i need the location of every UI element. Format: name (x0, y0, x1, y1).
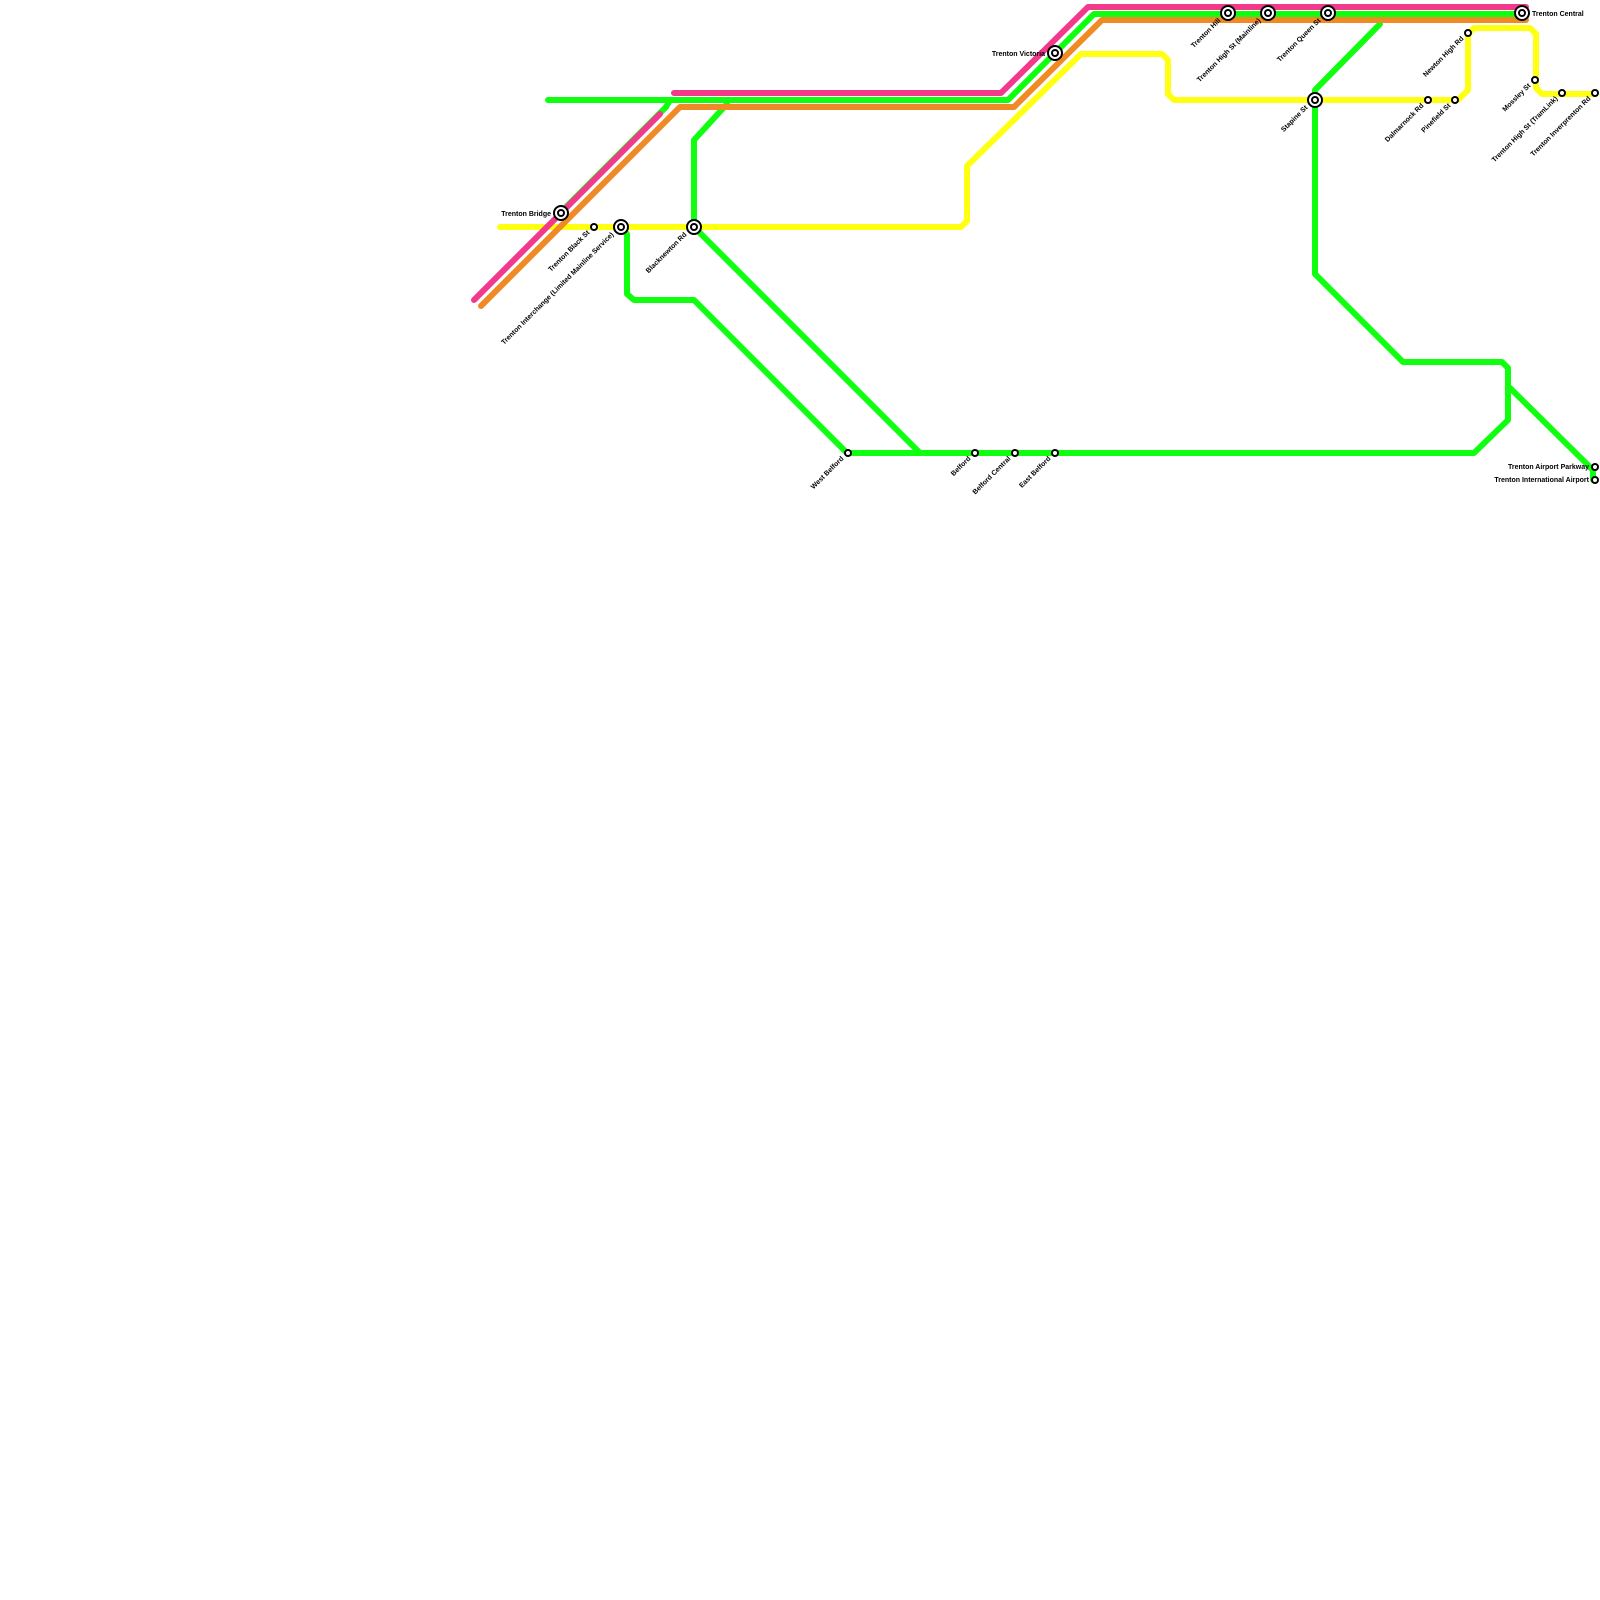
interchange-marker-core (557, 209, 565, 217)
station-trenton-bridge[interactable]: Trenton Bridge (501, 205, 569, 221)
stop-marker (1011, 449, 1019, 457)
stop-marker (1531, 76, 1539, 84)
station-label: Trenton Victoria (992, 51, 1045, 58)
stop-marker (1451, 96, 1459, 104)
stop-marker (1464, 29, 1472, 37)
stop-marker (1591, 89, 1599, 97)
green-line-interchange-loop (617, 21, 1511, 456)
interchange-marker-core (1264, 9, 1272, 17)
interchange-marker-core (1518, 9, 1526, 17)
station-trenton-victoria[interactable]: Trenton Victoria (992, 45, 1063, 61)
interchange-marker-core (1051, 49, 1059, 57)
stop-marker (1591, 476, 1599, 484)
station-trenton-airport-parkway[interactable]: Trenton Airport Parkway (1508, 463, 1599, 471)
interchange-marker-core (1324, 9, 1332, 17)
stop-marker (590, 223, 598, 231)
orange-line (478, 17, 1529, 309)
interchange-marker-core (617, 223, 625, 231)
stop-marker (1051, 449, 1059, 457)
route-lines (471, 4, 1596, 483)
station-label: Trenton Central (1532, 11, 1584, 18)
interchange-marker-core (1311, 96, 1319, 104)
station-label: Trenton International Airport (1494, 477, 1589, 484)
station-trenton-central[interactable]: Trenton Central (1514, 5, 1584, 21)
stop-marker (1558, 89, 1566, 97)
station-trenton-international-airport[interactable]: Trenton International Airport (1494, 476, 1599, 484)
station-label: Trenton Airport Parkway (1508, 464, 1589, 471)
interchange-marker-core (690, 223, 698, 231)
stop-marker (844, 449, 852, 457)
pink-line-west (471, 111, 663, 303)
stop-marker (1424, 96, 1432, 104)
pink-line-east (671, 4, 1529, 96)
interchange-marker-core (1224, 9, 1232, 17)
stop-marker (971, 449, 979, 457)
station-label: Trenton Bridge (501, 211, 551, 218)
stop-marker (1591, 463, 1599, 471)
green-line-blacknewton-branch (691, 101, 923, 456)
